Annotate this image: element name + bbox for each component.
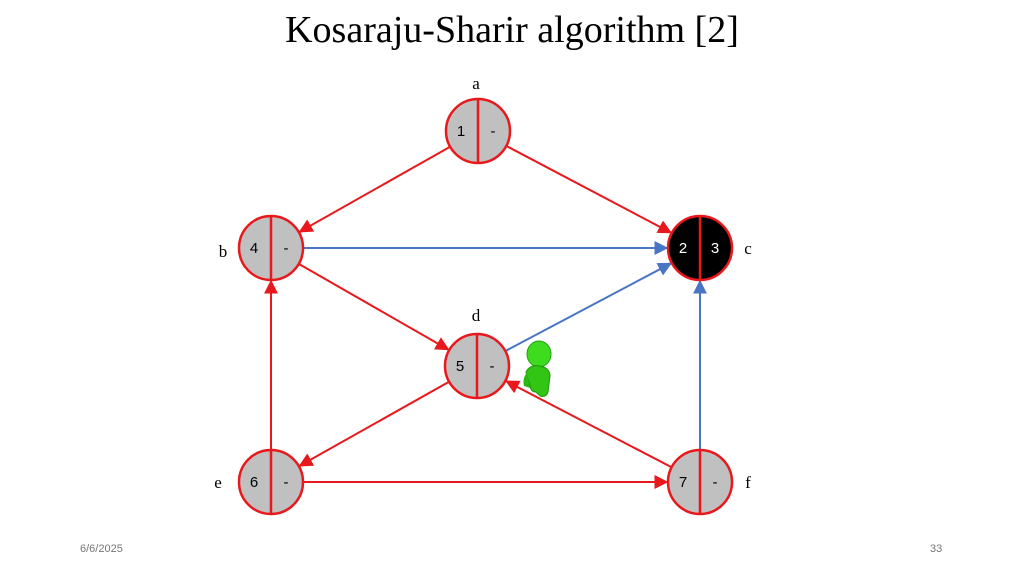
person-figure-icon (523, 340, 552, 397)
node-label: f (745, 473, 751, 492)
edge-a-b (298, 145, 451, 233)
node-label: a (472, 74, 480, 93)
edge-d-c (504, 262, 673, 352)
node-finish-time: - (491, 123, 496, 140)
edge-f-d (505, 380, 673, 469)
node-finish-time: - (284, 240, 289, 257)
node-f: 7 - f (666, 448, 751, 516)
node-a: 1 - a (444, 74, 512, 165)
edge-b-d (298, 263, 450, 351)
node-discovery-time: 4 (250, 240, 258, 257)
node-discovery-time: 1 (457, 123, 465, 140)
node-finish-time: - (490, 358, 495, 375)
nodes-layer: 1 - a 4 - b 2 3 c 5 - d 6 - e 7 - f (214, 74, 752, 516)
node-finish-time: - (713, 474, 718, 491)
node-b: 4 - b (219, 214, 305, 282)
node-label: c (744, 239, 752, 258)
node-discovery-time: 7 (679, 474, 687, 491)
node-finish-time: - (284, 474, 289, 491)
slide-date: 6/6/2025 (80, 543, 123, 555)
edges-layer (264, 145, 707, 489)
node-d: 5 - d (443, 306, 511, 400)
edge-a-c (505, 145, 673, 234)
node-discovery-time: 5 (456, 358, 464, 375)
node-discovery-time: 2 (679, 240, 687, 257)
node-discovery-time: 6 (250, 474, 258, 491)
node-label: d (472, 306, 481, 325)
node-finish-time: 3 (711, 240, 719, 257)
edge-d-e (298, 380, 450, 467)
node-label: b (219, 242, 228, 261)
node-c: 2 3 c (666, 214, 752, 282)
slide-title: Kosaraju-Sharir algorithm [2] (285, 9, 739, 51)
slide-page-number: 33 (930, 543, 943, 555)
node-label: e (214, 473, 222, 492)
node-e: 6 - e (214, 448, 305, 516)
